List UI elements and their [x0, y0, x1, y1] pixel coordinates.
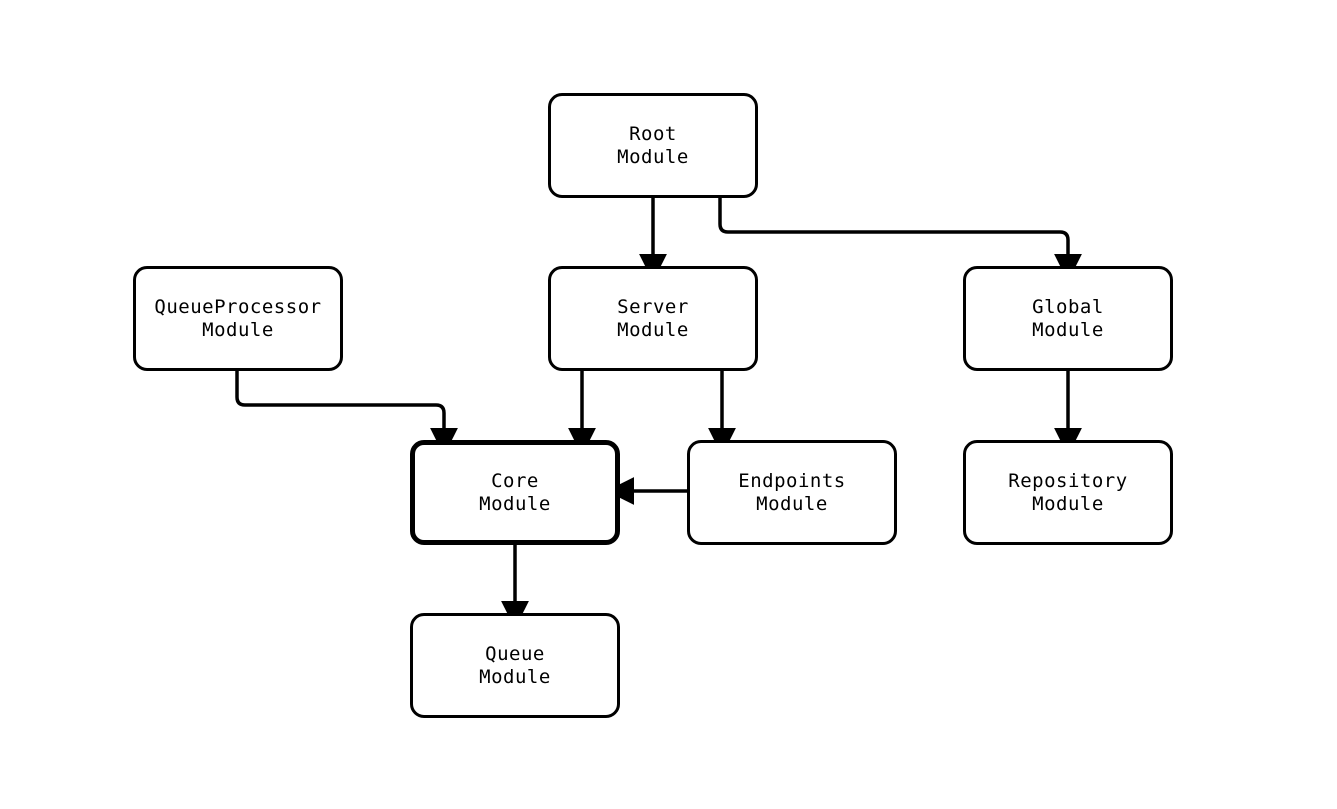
edge-paths [235, 198, 1082, 629]
edge-queueprocessor-to-core [235, 371, 458, 456]
node-queueprocessor[interactable]: QueueProcessor Module [133, 266, 343, 371]
node-server[interactable]: Server Module [548, 266, 758, 371]
node-repository[interactable]: Repository Module [963, 440, 1173, 545]
node-label-core: Core Module [479, 470, 551, 515]
node-label-queueprocessor: QueueProcessor Module [154, 296, 322, 341]
node-label-repository: Repository Module [1008, 470, 1128, 515]
node-label-endpoints: Endpoints Module [738, 470, 846, 515]
node-endpoints[interactable]: Endpoints Module [687, 440, 897, 545]
node-label-global: Global Module [1032, 296, 1104, 341]
node-queue[interactable]: Queue Module [410, 613, 620, 718]
node-core[interactable]: Core Module [410, 440, 620, 545]
node-label-server: Server Module [617, 296, 689, 341]
edge-root-to-global [718, 198, 1082, 282]
node-label-queue: Queue Module [479, 643, 551, 688]
node-global[interactable]: Global Module [963, 266, 1173, 371]
node-label-root: Root Module [617, 123, 689, 168]
node-root[interactable]: Root Module [548, 93, 758, 198]
